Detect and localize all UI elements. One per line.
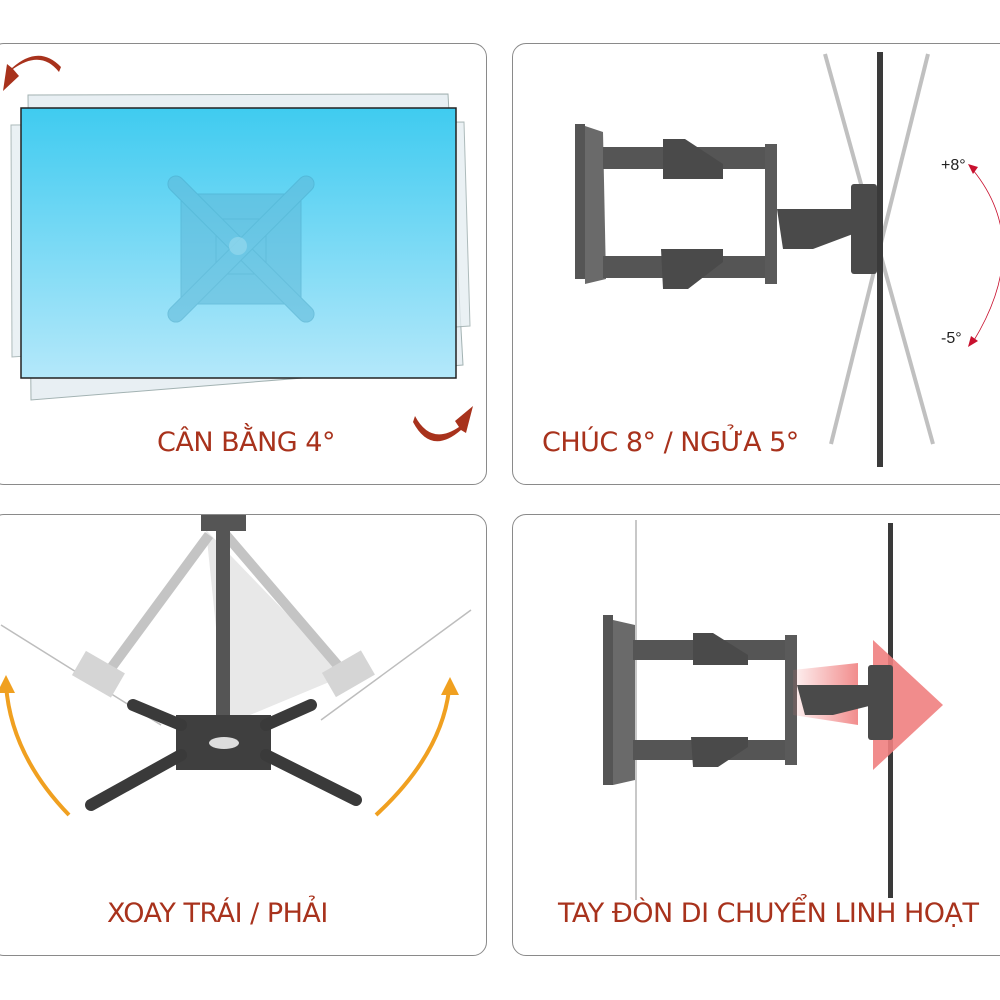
extension-mount-illustration	[603, 520, 943, 900]
rotate-left-arrow-icon	[3, 55, 61, 91]
panel-extension: TAY ĐÒN DI CHUYỂN LINH HOẠT	[512, 514, 1000, 956]
caption-extension: TAY ĐÒN DI CHUYỂN LINH HOẠT	[558, 898, 979, 929]
swivel-mount-illustration	[0, 515, 472, 811]
panel-swivel: XOAY TRÁI / PHẢI	[0, 514, 487, 956]
tilt-mount-illustration	[575, 52, 935, 467]
caption-tilt: CHÚC 8° / NGỬA 5°	[542, 427, 799, 458]
caption-level: CÂN BẰNG 4°	[157, 427, 335, 458]
swivel-right-arrow-icon	[374, 677, 459, 817]
tilt-down-label: -5°	[941, 330, 962, 347]
tv-level-illustration	[10, 93, 471, 401]
panel-tilt: +8° -5° CHÚC 8° / NGỬA 5°	[512, 43, 1000, 485]
tilt-up-label: +8°	[941, 157, 966, 174]
rotate-right-arrow-icon	[413, 406, 473, 442]
panel-level-adjustment: CÂN BẰNG 4°	[0, 43, 487, 485]
caption-swivel: XOAY TRÁI / PHẢI	[107, 898, 328, 929]
tilt-range-arc-icon	[968, 164, 1000, 347]
swivel-left-arrow-icon	[0, 675, 71, 817]
